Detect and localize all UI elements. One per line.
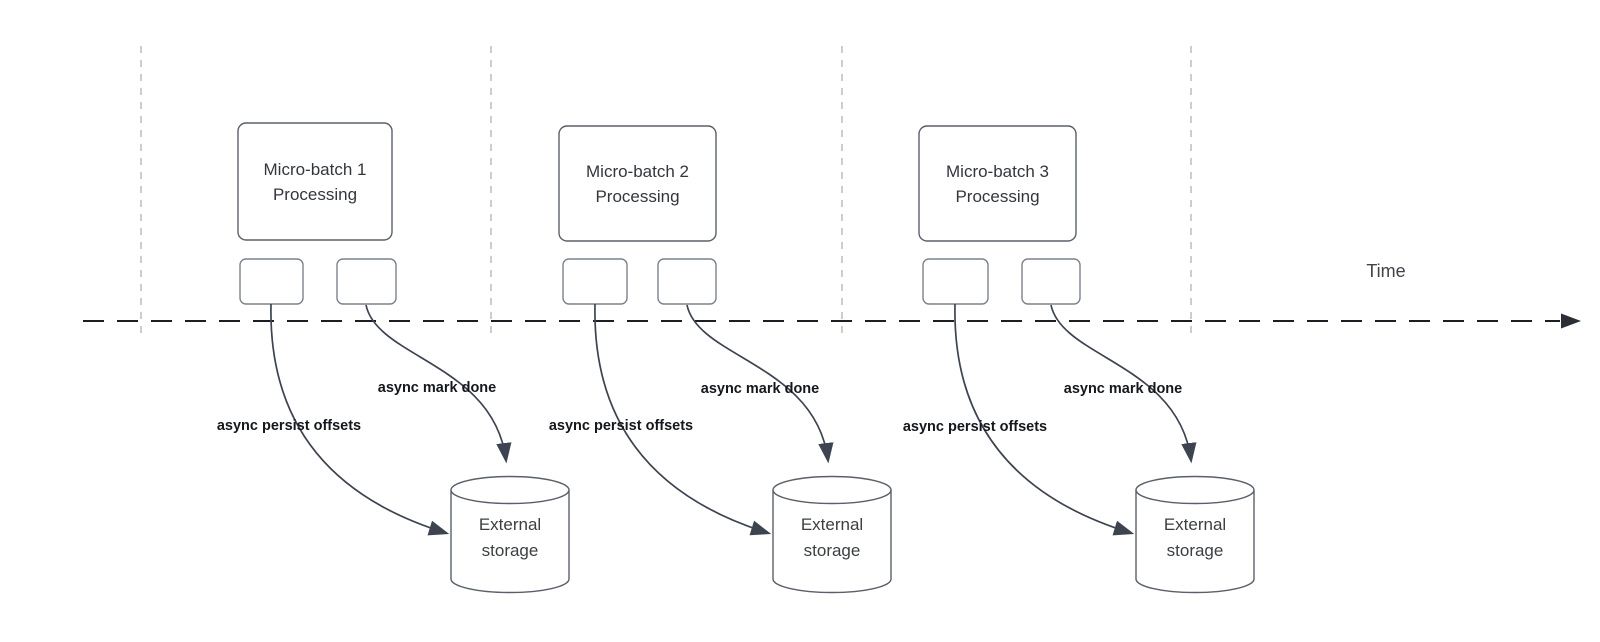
mark-done-task-box-2 [657, 258, 717, 305]
persist-offsets-arrow-1 [270, 303, 450, 536]
cylinder-top-1 [450, 475, 570, 505]
persist-offsets-arrow-3 [954, 303, 1135, 536]
cylinder-body-3 [1135, 490, 1255, 594]
external-storage-cylinder-1 [450, 475, 570, 594]
micro-batch-2-box [558, 125, 717, 242]
mark-done-arrow-2 [686, 304, 834, 464]
cylinder-top-2 [772, 475, 892, 505]
cylinder-body-1 [450, 490, 570, 594]
external-storage-label-2: External storage [773, 512, 891, 564]
external-storage-label-1-line2: storage [481, 541, 539, 560]
cylinder-top-3 [1135, 475, 1255, 505]
micro-batch-2-label: Micro-batch 2 Processing [559, 126, 716, 241]
external-storage-label-1: External storage [451, 512, 569, 564]
external-storage-label-3-line1: External [1163, 515, 1227, 534]
external-storage-label-1-line1: External [478, 515, 542, 534]
persist-offsets-label-2: async persist offsets [548, 418, 694, 434]
micro-batch-3-title-line2: Processing [955, 186, 1040, 206]
mark-done-arrow-3 [1050, 304, 1197, 464]
persist-offsets-task-box-3 [922, 258, 989, 305]
mark-done-arrow-1 [365, 304, 512, 464]
cylinder-body-2 [772, 490, 892, 594]
micro-batch-1-title-line2: Processing [272, 184, 358, 204]
persist-offsets-arrow-2 [594, 303, 772, 536]
mark-done-label-2: async mark done [700, 381, 820, 397]
persist-offsets-label-3: async persist offsets [902, 419, 1048, 435]
micro-batch-2-title-line1: Micro-batch 2 [586, 161, 689, 181]
mark-done-label-1: async mark done [377, 380, 497, 396]
micro-batch-3-title-line1: Micro-batch 3 [946, 161, 1049, 181]
external-storage-label-3-line2: storage [1166, 541, 1224, 560]
micro-batch-2-title-line2: Processing [595, 186, 680, 206]
external-storage-label-3: External storage [1136, 512, 1254, 564]
micro-batch-3-label: Micro-batch 3 Processing [919, 126, 1076, 241]
persist-offsets-task-box-1 [239, 258, 304, 305]
external-storage-cylinder-2 [772, 475, 892, 594]
time-axis-label: Time [1366, 261, 1406, 281]
persist-offsets-task-box-2 [562, 258, 628, 305]
mark-done-task-box-3 [1021, 258, 1081, 305]
persist-offsets-label-1: async persist offsets [216, 418, 362, 434]
time-axis-arrowhead-icon [1561, 313, 1581, 329]
external-storage-cylinder-3 [1135, 475, 1255, 594]
external-storage-label-2-line1: External [800, 515, 864, 534]
mark-done-label-3: async mark done [1063, 381, 1183, 397]
micro-batch-1-box [237, 122, 393, 241]
micro-batch-1-label: Micro-batch 1 Processing [238, 123, 392, 240]
external-storage-label-2-line2: storage [803, 541, 861, 560]
micro-batch-3-box [918, 125, 1077, 242]
micro-batch-1-title-line1: Micro-batch 1 [263, 159, 367, 179]
mark-done-task-box-1 [336, 258, 397, 305]
